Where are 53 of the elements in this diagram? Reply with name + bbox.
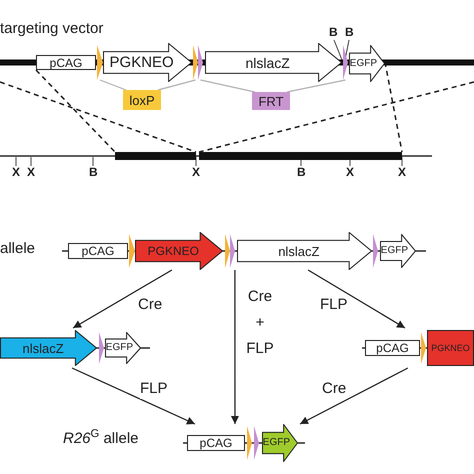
reaction-arrow: [300, 367, 408, 425]
leader-line: [100, 79, 126, 91]
recombination-site: [254, 426, 259, 460]
promoter-box: pCAG: [365, 340, 420, 356]
edge-label: FLP: [140, 380, 168, 399]
construct-label: allele: [0, 240, 36, 259]
site-letter: X: [346, 166, 354, 178]
site-letter: B: [297, 166, 306, 178]
site-letter: B: [89, 166, 98, 178]
recombination-site: [230, 234, 235, 268]
site-letter: X: [192, 166, 200, 178]
site-letter: X: [398, 166, 406, 178]
gene-construct: [62, 232, 426, 270]
gene-construct: [0, 328, 150, 368]
gene-element: PGKNEO: [135, 232, 223, 270]
recombination-site: [225, 234, 230, 268]
site-letter: X: [27, 166, 36, 178]
leader-line: [158, 79, 196, 91]
gene-element: EGFP: [349, 45, 385, 82]
homology-region-bar: [115, 152, 196, 160]
leader-line: [200, 79, 256, 93]
site-letter: X: [12, 166, 20, 178]
gene-element: EGFP: [262, 424, 298, 462]
homology-region-bar: [199, 152, 402, 160]
promoter-box: pCAG: [68, 243, 128, 259]
dashed-line: [0, 81, 196, 153]
reaction-arrow: [72, 367, 196, 425]
gene-construct: [362, 328, 474, 368]
reaction-arrow: [72, 269, 172, 329]
leader-line: [286, 79, 346, 93]
reaction-arrow: [230, 270, 239, 424]
site-label-box: FRT: [252, 92, 290, 110]
gene-element: EGFP: [105, 332, 141, 364]
gene-element: nlslacZ: [205, 43, 342, 82]
promoter-box: pCAG: [36, 55, 96, 70]
gene-construct: [0, 43, 474, 82]
promoter-box: pCAG: [187, 435, 245, 451]
gene-construct: [183, 424, 305, 462]
reaction-arrow: [308, 269, 406, 329]
site-label-box: loxP: [123, 90, 161, 110]
gene-element: nlslacZ: [0, 330, 97, 366]
gene-element: EGFP: [380, 234, 416, 268]
dashed-line: [35, 69, 116, 153]
construct-label: R26$^{G}$ allele: [63, 430, 138, 449]
recombination-site: [198, 45, 203, 80]
site-letter: B: [329, 26, 338, 38]
recombination-site: [247, 426, 252, 460]
site-letter: B: [345, 26, 354, 38]
construct-label: targeting vector: [0, 20, 104, 39]
gene-element: PGKNEO: [103, 43, 192, 82]
dashed-line: [198, 81, 474, 153]
gene-block: PGKNEO: [427, 330, 474, 366]
gene-element: nlslacZ: [237, 232, 372, 270]
